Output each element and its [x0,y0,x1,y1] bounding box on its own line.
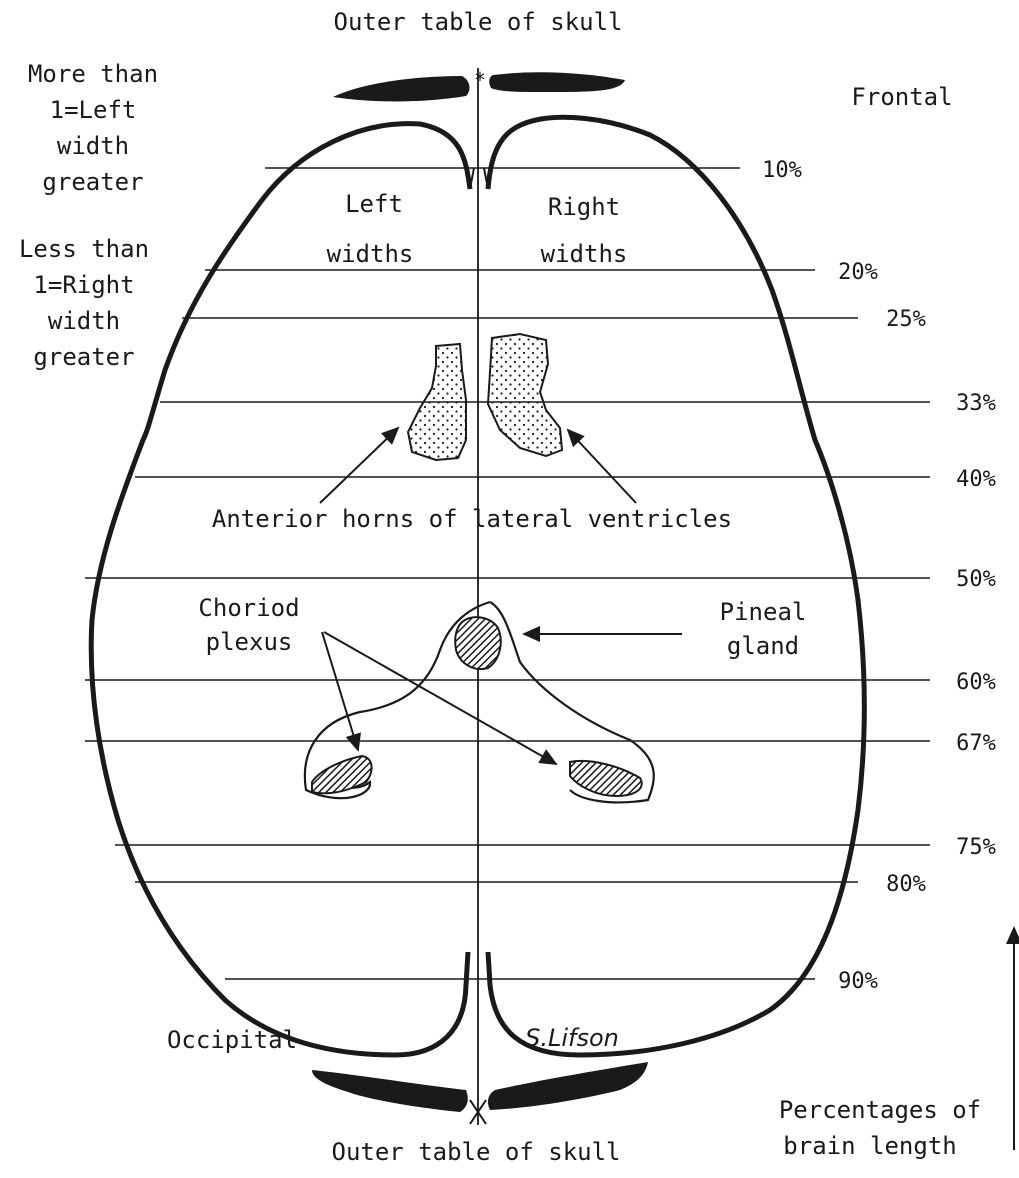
less-than-legend: Less than 1=Right width greater [19,235,149,371]
svg-text:greater: greater [42,168,143,196]
anterior-horns-label: Anterior horns of lateral ventricles [212,505,732,533]
pineal-gland [455,617,501,669]
svg-text:brain length: brain length [783,1132,956,1160]
right-choroid-plexus [570,761,642,796]
top-skull-table: * [333,68,625,101]
left-widths-label: Left widths [327,190,414,268]
choroid-plexus-label: Choriod plexus [198,594,299,656]
svg-text:plexus: plexus [206,628,293,656]
level-labels: 10% 20% 25% 33% 40% 50% 60% 67% 75% 80% … [762,158,996,994]
right-widths-label: Right widths [541,193,628,268]
svg-text:Pineal: Pineal [720,598,807,626]
level-label-80: 80% [886,872,926,897]
svg-text:Choriod: Choriod [198,594,299,622]
level-label-90: 90% [838,969,878,994]
svg-text:*: * [475,68,485,92]
level-label-33: 33% [956,391,996,416]
occipital-label: Occipital [167,1026,297,1054]
level-label-50: 50% [956,567,996,592]
artist-signature: S.Lifson [525,1024,619,1052]
svg-text:width: width [48,307,120,335]
level-label-20: 20% [838,260,878,285]
frontal-label: Frontal [851,83,952,111]
top-skull-label: Outer table of skull [334,8,623,36]
svg-text:Left: Left [345,190,403,218]
bottom-skull-table [312,1062,648,1124]
level-label-75: 75% [956,835,996,860]
annotation-arrows [320,428,1014,1150]
level-label-40: 40% [956,467,996,492]
level-label-60: 60% [956,670,996,695]
svg-text:greater: greater [33,343,134,371]
svg-text:More than: More than [28,60,158,88]
svg-text:Less than: Less than [19,235,149,263]
level-lines [85,168,930,979]
pineal-gland-label: Pineal gland [720,598,807,660]
frontal-notch [470,168,488,189]
bottom-skull-label: Outer table of skull [332,1138,621,1166]
more-than-legend: More than 1=Left width greater [28,60,158,196]
percentages-label: Percentages of brain length [779,1096,981,1160]
level-label-25: 25% [886,307,926,332]
level-label-67: 67% [956,731,996,756]
svg-text:widths: widths [327,240,414,268]
svg-text:1=Right: 1=Right [33,271,134,299]
svg-text:Right: Right [548,193,620,221]
svg-text:width: width [57,132,129,160]
svg-text:gland: gland [727,632,799,660]
svg-text:Percentages of: Percentages of [779,1096,981,1124]
level-label-10: 10% [762,158,802,183]
svg-text:widths: widths [541,240,628,268]
svg-text:1=Left: 1=Left [50,96,137,124]
right-anterior-horn [488,334,562,456]
left-choroid-plexus [312,756,372,793]
